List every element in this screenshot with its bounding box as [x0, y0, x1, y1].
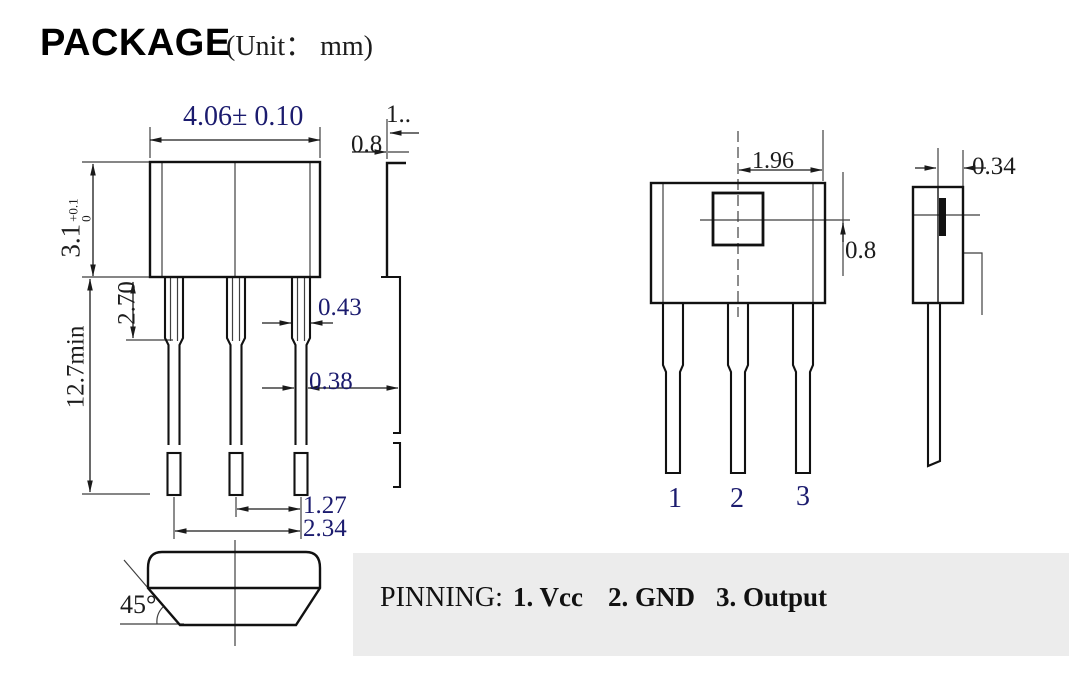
dim-side-clipped: 1.. — [386, 101, 411, 128]
unit-label: (Unit： mm) — [226, 31, 373, 62]
tolerance-minus: 0 — [78, 215, 94, 222]
leads — [163, 187, 942, 497]
sensor-window — [711, 191, 765, 247]
dimension-lines — [87, 130, 986, 534]
die-block — [939, 198, 946, 236]
side-view-body-edge — [385, 161, 406, 277]
pinning-label: PINNING: — [380, 582, 503, 613]
front-body — [148, 160, 322, 279]
back-body — [649, 181, 827, 305]
top-view-body — [146, 550, 322, 627]
dim-lead-span: 2.34 — [303, 515, 347, 542]
pin-number-2: 2 — [730, 483, 744, 514]
pinning-entry-vcc: 1. Vcc — [513, 582, 583, 612]
dim-lead-tip-width: 0.38 — [309, 368, 353, 395]
dim-die-width: 0.34 — [972, 153, 1016, 180]
pinning-strip: PINNING: 1. Vcc 2. GND 3. Output — [353, 553, 1069, 656]
dim-body-width: 4.06± 0.10 — [183, 101, 304, 132]
dim-side-tab: 0.8 — [351, 131, 383, 158]
dim-window-offset: 1.96 — [752, 148, 794, 174]
dim-shoulder-length: 2.70 — [113, 281, 141, 325]
dim-window-height: 0.8 — [845, 237, 877, 264]
dim-lead-length: 12.7min — [62, 325, 90, 409]
pin-number-3: 3 — [796, 481, 810, 512]
extension-lines — [82, 119, 983, 646]
pinning-entry-gnd: 2. GND — [608, 582, 695, 612]
dim-lead-pitch: 1.27 — [303, 492, 347, 519]
pinning-entry-output: 3. Output — [716, 582, 828, 612]
dim-lead-width: 0.43 — [318, 294, 362, 321]
dim-chamfer-angle: 45° — [120, 590, 157, 619]
pin-number-1: 1 — [668, 483, 682, 514]
page-title: PACKAGE — [40, 22, 231, 64]
dim-body-height-value: 3.1 — [55, 223, 86, 258]
